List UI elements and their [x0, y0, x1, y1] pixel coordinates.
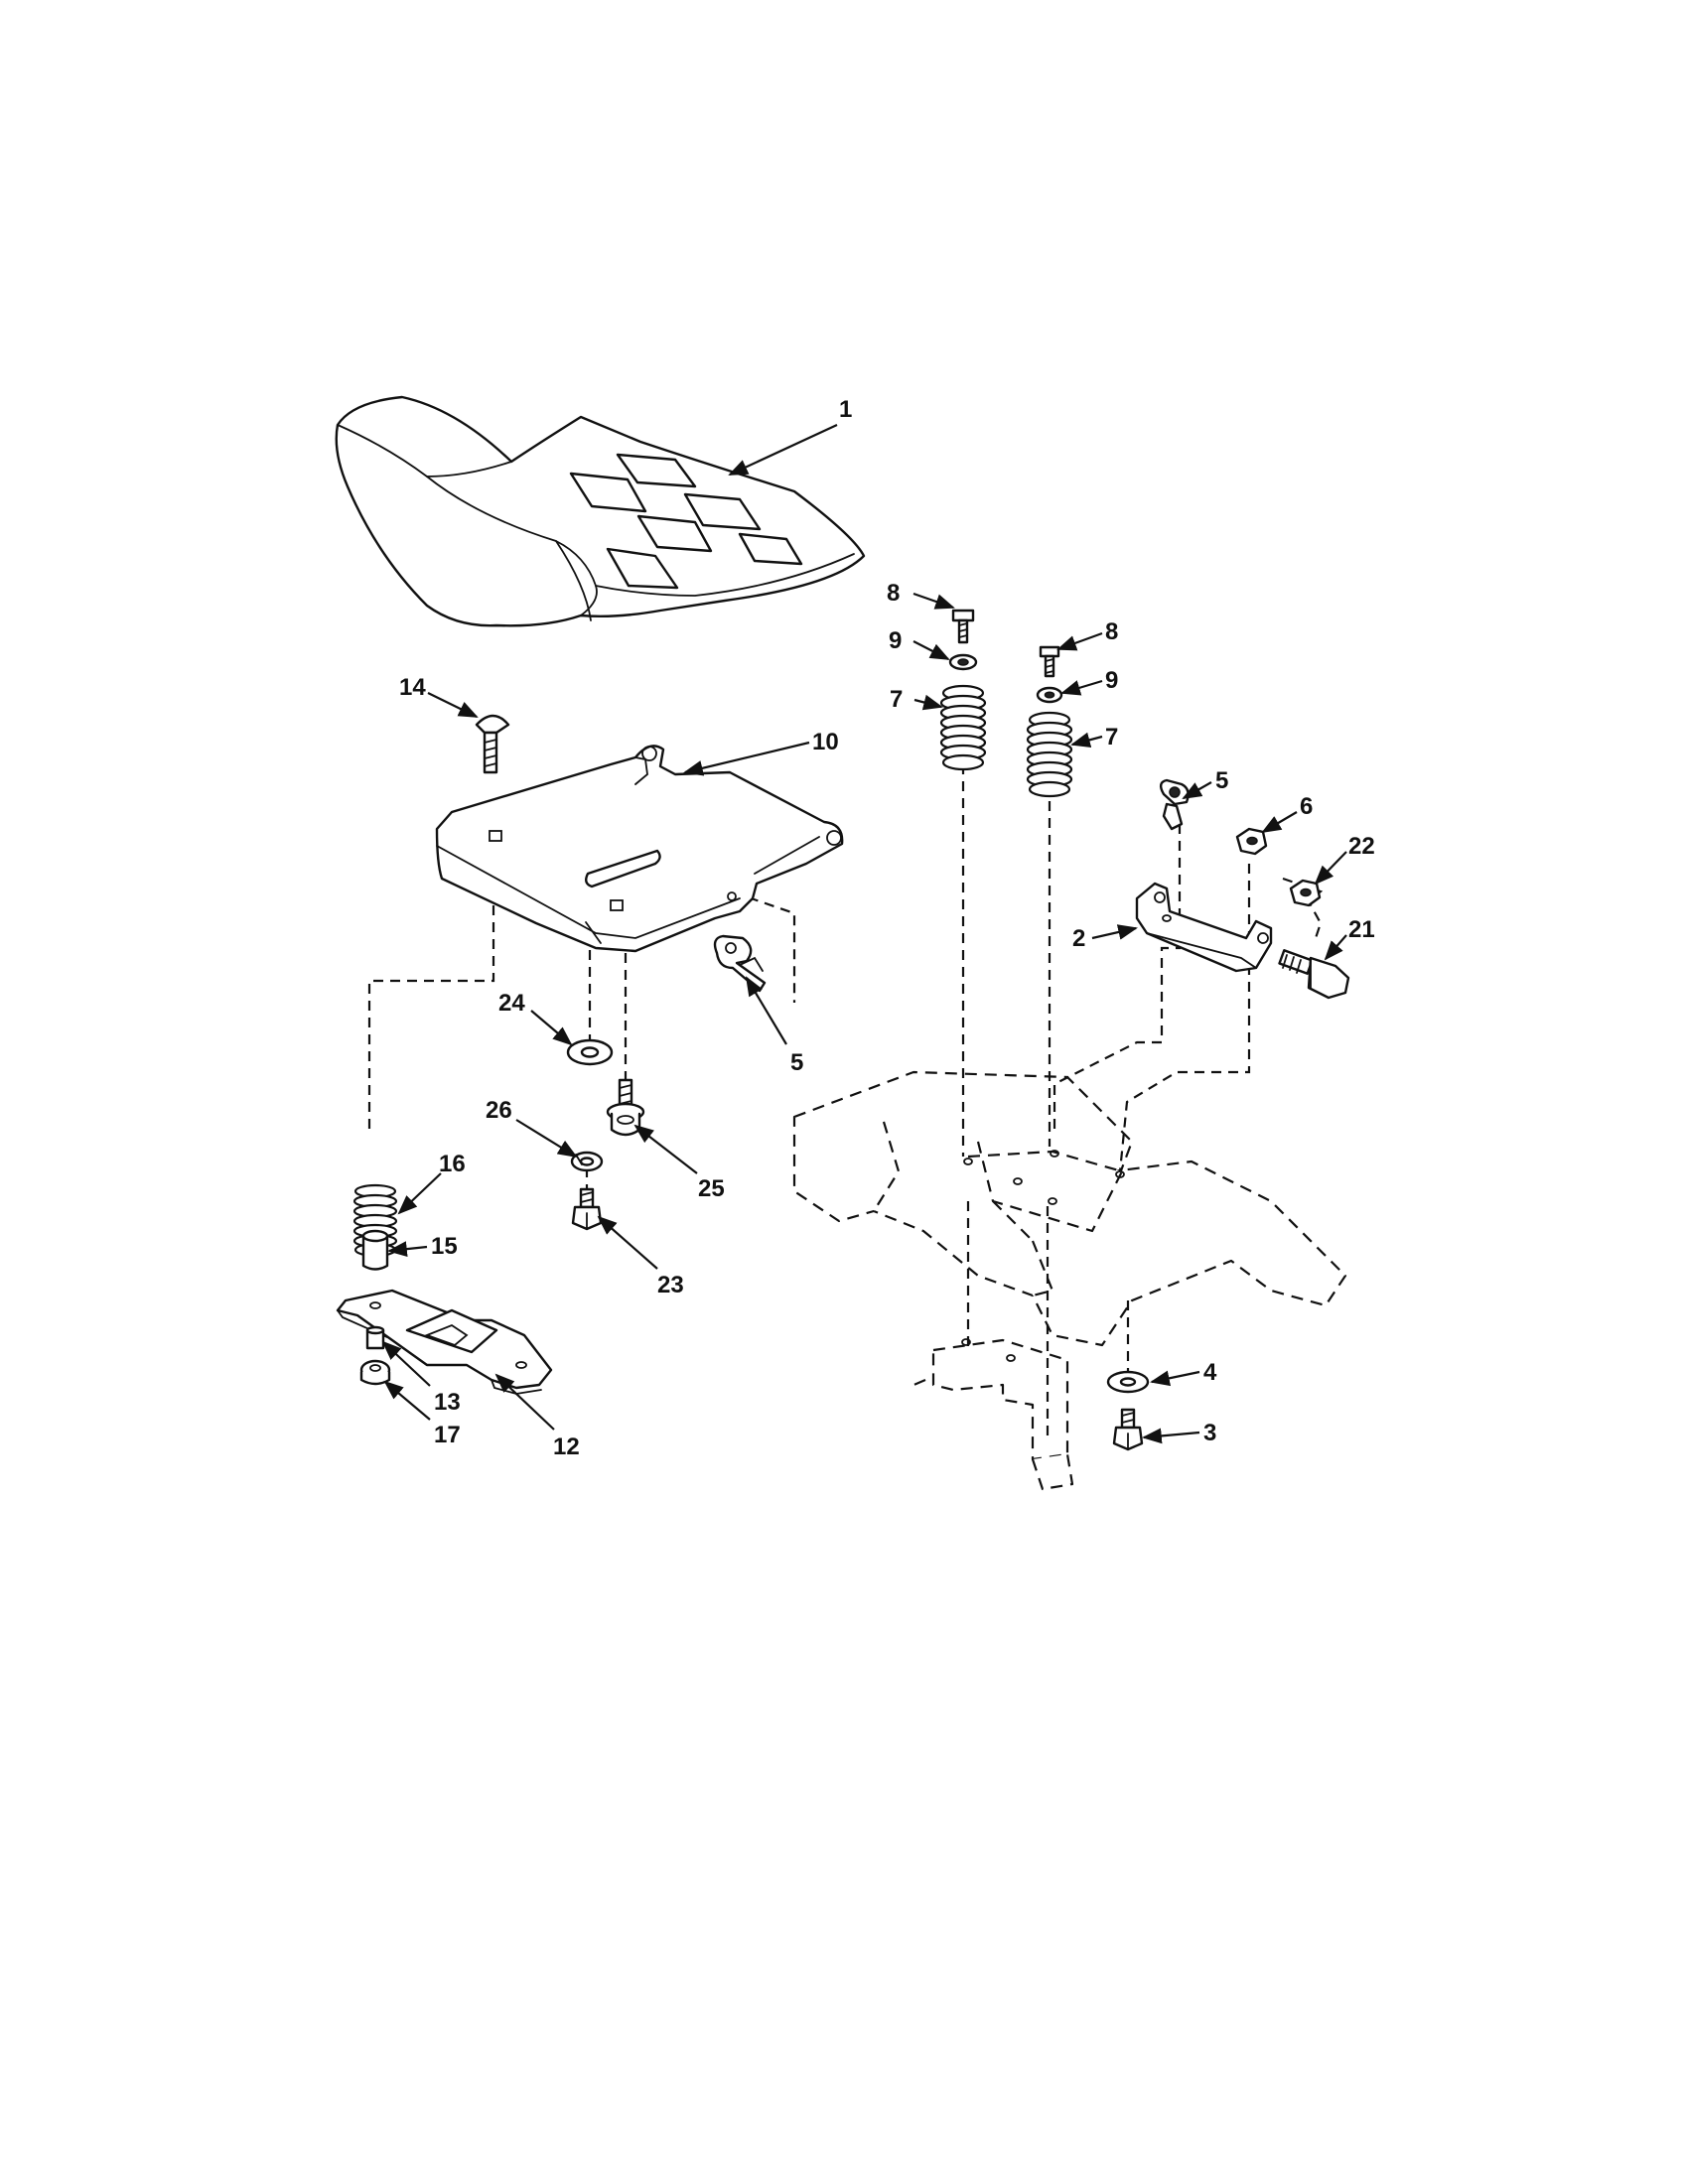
callout-10: 10: [812, 729, 839, 755]
spring-clip-part-5-left: [713, 934, 767, 993]
callout-6: 6: [1300, 793, 1313, 820]
lock-washer-part-26: [570, 1151, 604, 1172]
washer-part-9-right: [1036, 686, 1063, 704]
callout-15: 15: [431, 1233, 458, 1260]
callout-16: 16: [439, 1151, 466, 1177]
callout-12: 12: [553, 1433, 580, 1460]
callout-22: 22: [1348, 833, 1375, 860]
spring-clip-part-5-right: [1159, 778, 1190, 831]
leader-lines: [381, 424, 1347, 1444]
washer-part-4: [1106, 1370, 1150, 1394]
callout-26: 26: [486, 1097, 512, 1124]
callout-3: 3: [1203, 1420, 1216, 1446]
bushing-part-13: [365, 1325, 385, 1350]
seat-plate-part-12: [336, 1289, 553, 1395]
shoulder-bolt-part-21: [1278, 949, 1350, 1000]
spring-part-7-left: [939, 684, 987, 771]
callout-4: 4: [1203, 1359, 1217, 1386]
callout-2: 2: [1072, 925, 1085, 952]
callout-5-right: 5: [1215, 767, 1228, 794]
callout-1: 1: [839, 396, 852, 423]
callout-5-left: 5: [790, 1049, 803, 1076]
callout-9-right: 9: [1105, 667, 1118, 694]
callout-9-left: 9: [889, 627, 902, 654]
spring-part-7-right: [1026, 711, 1073, 798]
callout-25: 25: [698, 1175, 725, 1202]
callout-7-left: 7: [890, 686, 903, 713]
bracket-part-2: [1135, 882, 1273, 973]
nut-part-6: [1235, 827, 1268, 856]
callout-7-right: 7: [1105, 724, 1118, 751]
bolt-part-8-right: [1039, 645, 1060, 678]
callout-labels: 1 14 10 8 9 7 8 9 7 5 6 22 2 21 5 24 26 …: [399, 396, 1375, 1460]
seat-pan-part-10: [435, 745, 844, 953]
bolt-part-8-left: [951, 609, 975, 644]
shoulder-bolt-part-25: [606, 1078, 645, 1137]
washer-part-9-left: [948, 653, 978, 671]
callout-23: 23: [657, 1272, 684, 1298]
seat-part-1: [335, 395, 866, 627]
callout-21: 21: [1348, 916, 1375, 943]
callout-17: 17: [434, 1422, 461, 1448]
nut-part-22: [1289, 879, 1322, 907]
callout-8-right: 8: [1105, 618, 1118, 645]
washer-part-24: [566, 1038, 614, 1066]
flange-nut-part-17: [359, 1359, 391, 1386]
callout-14: 14: [399, 674, 426, 701]
hex-bolt-part-23: [571, 1187, 603, 1231]
callout-24: 24: [498, 990, 525, 1017]
spacer-part-15: [361, 1229, 389, 1271]
carriage-bolt-part-14: [475, 714, 510, 774]
callout-8-left: 8: [887, 580, 900, 607]
callout-13: 13: [434, 1389, 461, 1416]
hex-bolt-part-3: [1112, 1408, 1144, 1451]
tractor-frame-outline: [792, 1070, 1347, 1491]
